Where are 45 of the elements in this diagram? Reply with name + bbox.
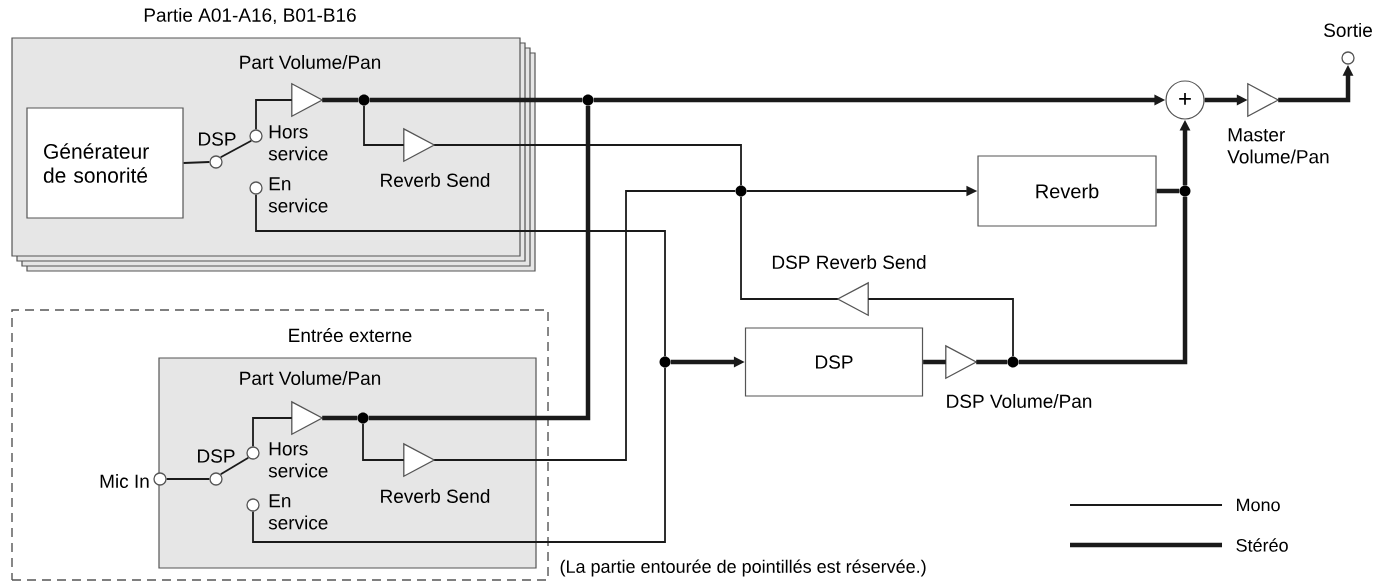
signal-line xyxy=(369,97,583,103)
legend-item: Stéréo xyxy=(1070,538,1288,552)
legend-item: Mono xyxy=(1069,498,1280,512)
signal-line xyxy=(322,97,359,103)
component-label: Reverb Send xyxy=(381,173,490,187)
signal-line xyxy=(182,161,211,164)
module-panel xyxy=(158,357,537,569)
component-label: Hors service xyxy=(268,442,328,478)
component-label: Part Volume/Pan xyxy=(240,371,381,385)
component-label: DSP xyxy=(199,132,236,146)
component-label: DSP Reverb Send xyxy=(772,255,926,269)
component-label: Mic In xyxy=(100,474,149,488)
component-label: DSP xyxy=(198,449,235,463)
process-box: Reverb xyxy=(977,155,1157,227)
process-box: DSP xyxy=(744,327,924,397)
signal-line xyxy=(1018,196,1188,365)
signal-line xyxy=(255,193,666,358)
signal-line xyxy=(867,298,1014,358)
signal-line xyxy=(219,139,253,159)
signal-line xyxy=(976,359,1008,365)
signal-line xyxy=(1156,188,1180,194)
node-label: Partie A01-A16, B01-B16 xyxy=(144,7,356,25)
signal-line xyxy=(368,105,591,421)
component-label: En service xyxy=(268,177,328,213)
component-label: Reverb Send xyxy=(381,489,490,503)
signal-line xyxy=(165,478,211,480)
signal-line xyxy=(433,190,737,461)
signal-line xyxy=(252,417,293,448)
component-label: DSP Volume/Pan xyxy=(947,394,1092,408)
signal-line xyxy=(322,415,358,421)
component-label: Master Volume/Pan xyxy=(1227,128,1329,164)
note: (La partie entourée de pointillés est réservée.) xyxy=(560,559,926,577)
signal-line xyxy=(923,359,946,365)
signal-line xyxy=(255,99,293,131)
process-box: Générateur de sonorité xyxy=(26,107,184,219)
component-label: Hors service xyxy=(268,125,328,161)
signal-line xyxy=(219,456,250,476)
signal-line xyxy=(740,195,839,300)
signal-line xyxy=(252,366,666,543)
component-label: Part Volume/Pan xyxy=(240,55,381,69)
signal-line xyxy=(362,422,405,461)
signal-line xyxy=(363,104,405,146)
signal-line xyxy=(433,144,742,187)
component-label: En service xyxy=(268,494,328,530)
component-label: Sortie xyxy=(1324,23,1372,37)
